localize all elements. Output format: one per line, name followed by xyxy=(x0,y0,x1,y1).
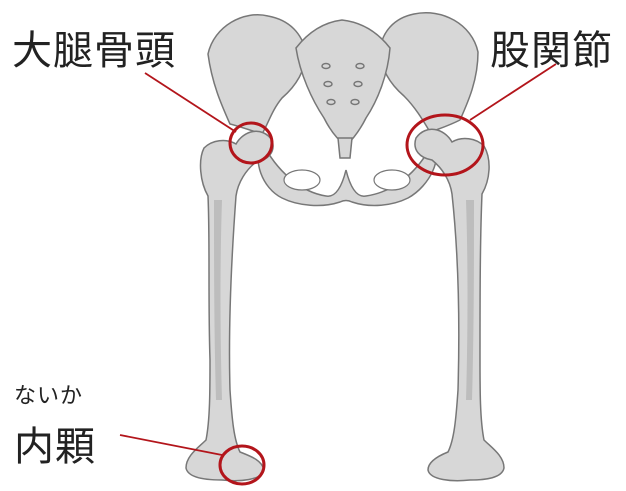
medial-condyle-reading: ないか xyxy=(14,378,83,410)
left-obturator-foramen xyxy=(284,170,320,190)
right-ilium xyxy=(380,13,478,132)
left-ilium xyxy=(208,15,306,134)
pelvis xyxy=(208,13,478,206)
medial-condyle-label: 内顆 xyxy=(14,414,96,472)
right-femur xyxy=(415,129,504,480)
sacrum xyxy=(296,20,390,146)
femoral-head-label: 大腿骨頭 xyxy=(12,18,176,76)
coccyx xyxy=(338,138,352,158)
right-obturator-foramen xyxy=(374,170,410,190)
left-femur xyxy=(186,131,273,480)
hip-joint-label: 股関節 xyxy=(490,18,613,76)
